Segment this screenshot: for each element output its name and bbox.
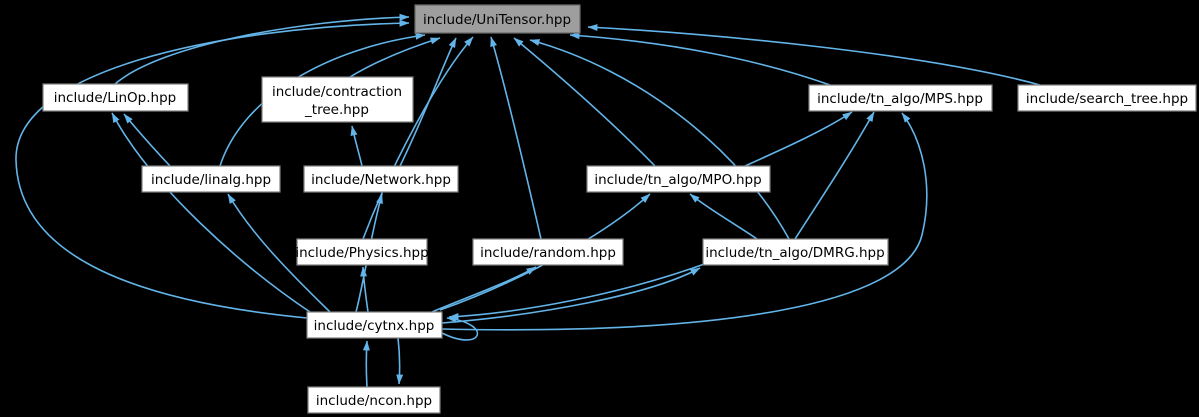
node-dmrg-label[interactable]: include/tn_algo/DMRG.hpp	[705, 245, 884, 261]
edge-layer	[15, 13, 1041, 388]
node-linalg[interactable]: include/linalg.hpp	[141, 165, 281, 193]
node-network-label[interactable]: include/Network.hpp	[311, 172, 451, 188]
node-cytnx-label[interactable]: include/cytnx.hpp	[314, 318, 435, 334]
node-mps-label[interactable]: include/tn_algo/MPS.hpp	[817, 91, 983, 107]
node-dmrg-box[interactable]	[702, 238, 889, 266]
node-network[interactable]: include/Network.hpp	[303, 165, 459, 193]
edge-search-tree-to-unitensor	[587, 24, 1041, 86]
node-mps[interactable]: include/tn_algo/MPS.hpp	[808, 84, 993, 112]
node-contraction-tree[interactable]: include/contraction _tree.hpp	[261, 76, 414, 123]
edge-random-to-unitensor	[490, 36, 542, 240]
edge-cytnx-to-random	[431, 266, 537, 313]
node-unitensor-box[interactable]	[414, 4, 581, 34]
edge-network-to-contraction-tree	[350, 125, 363, 167]
edge-mpo-to-unitensor	[513, 37, 656, 167]
edge-dmrg-to-cytnx	[448, 261, 711, 320]
node-cytnx-box[interactable]	[306, 311, 443, 339]
edge-linalg-to-linop	[123, 113, 171, 167]
node-mpo-box[interactable]	[586, 165, 771, 193]
edge-mpo-to-mps	[744, 111, 853, 167]
edge-cytnx-to-mps	[441, 112, 928, 331]
edge-dmrg-to-unitensor	[529, 39, 790, 240]
node-unitensor-label[interactable]: include/UniTensor.hpp	[423, 12, 571, 28]
edge-cytnx-to-unitensor	[15, 19, 410, 319]
node-search-tree-box[interactable]	[1017, 84, 1197, 112]
node-linop-label[interactable]: include/LinOp.hpp	[54, 90, 176, 106]
node-search-tree-label[interactable]: include/search_tree.hpp	[1026, 91, 1188, 107]
edge-dmrg-to-mps	[794, 111, 875, 240]
node-mpo[interactable]: include/tn_algo/MPO.hpp	[586, 165, 771, 193]
node-random-label[interactable]: include/random.hpp	[480, 245, 616, 261]
node-contraction-tree-box[interactable]	[261, 76, 414, 123]
edge-cytnx-to-linop	[111, 112, 311, 313]
node-search-tree[interactable]: include/search_tree.hpp	[1017, 84, 1197, 112]
node-ncon[interactable]: include/ncon.hpp	[307, 386, 441, 414]
node-linop-box[interactable]	[42, 83, 189, 112]
edge-cytnx-to-physics	[360, 266, 369, 313]
edge-cytnx-to-ncon	[396, 337, 404, 385]
edge-contraction-tree-to-unitensor	[349, 37, 441, 78]
edge-ncon-to-cytnx	[362, 340, 370, 388]
edge-physics-to-unitensor	[362, 36, 474, 240]
edge-dmrg-to-mpo	[689, 193, 758, 240]
node-cytnx[interactable]: include/cytnx.hpp	[306, 311, 443, 339]
node-physics[interactable]: include/Physics.hpp	[295, 238, 429, 266]
node-physics-box[interactable]	[296, 238, 428, 266]
node-ncon-label[interactable]: include/ncon.hpp	[316, 393, 432, 409]
node-linop[interactable]: include/LinOp.hpp	[42, 83, 189, 112]
node-mpo-label[interactable]: include/tn_algo/MPO.hpp	[594, 172, 761, 188]
node-physics-label[interactable]: include/Physics.hpp	[295, 245, 428, 261]
node-random[interactable]: include/random.hpp	[472, 238, 624, 266]
edge-cytnx-to-dmrg	[441, 267, 701, 324]
node-linalg-box[interactable]	[141, 165, 281, 193]
edge-cytnx-to-linalg	[227, 193, 331, 313]
edge-cytnx-self-loop	[441, 315, 479, 341]
node-random-box[interactable]	[472, 238, 624, 266]
node-ncon-box[interactable]	[307, 386, 441, 414]
node-contraction-tree-label-line1[interactable]: include/contraction	[272, 84, 402, 100]
node-linalg-label[interactable]: include/linalg.hpp	[151, 172, 271, 188]
node-contraction-tree-label-line2[interactable]: _tree.hpp	[304, 102, 369, 118]
node-dmrg[interactable]: include/tn_algo/DMRG.hpp	[702, 238, 889, 266]
edge-network-to-unitensor	[399, 37, 457, 167]
edge-mps-to-unitensor	[569, 32, 831, 86]
node-mps-box[interactable]	[808, 84, 993, 112]
node-layer: include/UniTensor.hpp include/LinOp.hpp …	[42, 4, 1197, 414]
node-unitensor[interactable]: include/UniTensor.hpp	[414, 4, 581, 34]
node-network-box[interactable]	[303, 165, 459, 193]
